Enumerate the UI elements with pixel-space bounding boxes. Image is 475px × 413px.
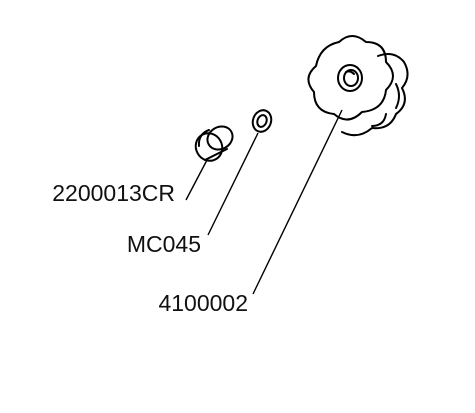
part-label-2200013CR: 2200013CR (52, 180, 175, 206)
o-ring-part (251, 109, 273, 133)
part-label-MC045: MC045 (127, 231, 201, 257)
cap-plug-part (194, 125, 234, 162)
leader-line-MC045 (207, 132, 259, 236)
leader-line-2200013CR (185, 159, 208, 201)
leader-line-4100002 (252, 109, 343, 295)
part-label-4100002: 4100002 (158, 290, 248, 316)
star-knob-part (307, 35, 409, 137)
